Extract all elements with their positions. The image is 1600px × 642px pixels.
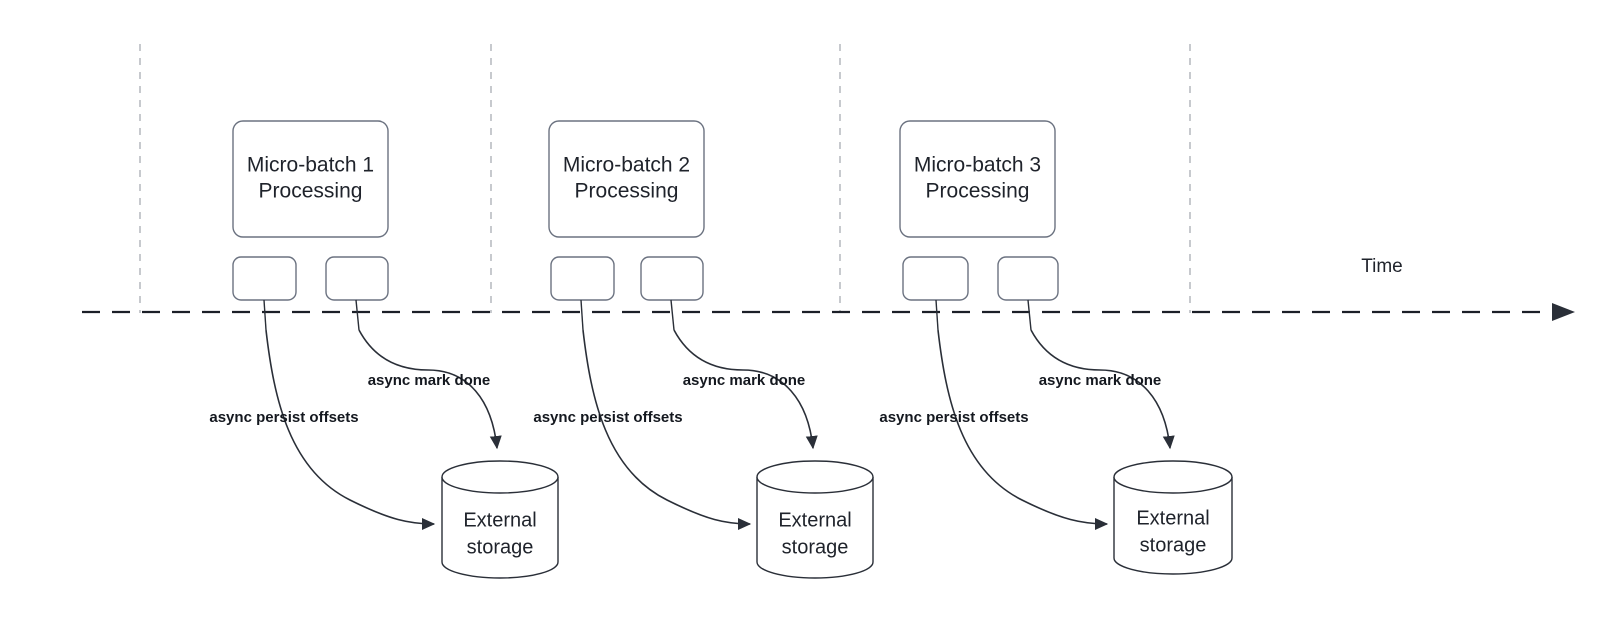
process-box-2[interactable] bbox=[548, 120, 705, 238]
storage-cylinder-2-label-line2: storage bbox=[782, 536, 849, 558]
task-box-1a-stub bbox=[263, 299, 267, 331]
storage-cylinder-1-label-line2: storage bbox=[467, 536, 534, 558]
edge-label-persist-offsets-2: async persist offsets bbox=[533, 409, 682, 426]
storage-cylinder-2[interactable]: External storage bbox=[756, 460, 874, 579]
time-axis-label: Time bbox=[1361, 256, 1403, 277]
edge-label-mark-done-2: async mark done bbox=[683, 372, 806, 389]
task-box-3b[interactable] bbox=[997, 256, 1059, 301]
storage-cylinder-1[interactable]: External storage bbox=[441, 460, 559, 579]
task-box-1b-stub bbox=[355, 299, 360, 331]
process-box-3[interactable] bbox=[899, 120, 1056, 238]
edge-label-mark-done-3: async mark done bbox=[1039, 372, 1162, 389]
edge-mark-done-1 bbox=[358, 329, 502, 450]
process-box-1[interactable] bbox=[232, 120, 389, 238]
edge-label-persist-offsets-3: async persist offsets bbox=[879, 409, 1028, 426]
batch-group-2: Micro-batch 2 Processing async persist o… bbox=[533, 120, 874, 579]
process-box-1-label-line1: Micro-batch 1 bbox=[247, 154, 374, 177]
edge-persist-offsets-1 bbox=[265, 329, 436, 530]
task-box-3a[interactable] bbox=[902, 256, 969, 301]
batch-group-3: Micro-batch 3 Processing async persist o… bbox=[879, 120, 1233, 575]
edge-mark-done-2 bbox=[673, 329, 818, 450]
storage-cylinder-3-label-line1: External bbox=[1136, 507, 1209, 529]
task-box-2b[interactable] bbox=[640, 256, 704, 301]
edge-persist-offsets-3 bbox=[937, 329, 1109, 530]
task-box-1b[interactable] bbox=[325, 256, 389, 301]
storage-cylinder-1-label-line1: External bbox=[463, 509, 536, 531]
edge-label-mark-done-1: async mark done bbox=[368, 372, 491, 389]
storage-cylinder-1-top bbox=[441, 460, 559, 494]
storage-cylinder-2-top bbox=[756, 460, 874, 494]
process-box-2-label-line2: Processing bbox=[575, 180, 679, 203]
timeline-ticks bbox=[139, 44, 1191, 313]
task-box-2b-stub bbox=[670, 299, 675, 331]
time-axis-arrowhead bbox=[1552, 303, 1575, 321]
storage-cylinder-1-body bbox=[441, 477, 559, 579]
task-box-3a-stub bbox=[935, 299, 939, 331]
task-box-1a[interactable] bbox=[232, 256, 297, 301]
storage-cylinder-2-label-line1: External bbox=[778, 509, 851, 531]
process-box-2-label-line1: Micro-batch 2 bbox=[563, 154, 690, 177]
storage-cylinder-2-body bbox=[756, 477, 874, 579]
storage-cylinder-3-top bbox=[1113, 460, 1233, 494]
batch-group-1: Micro-batch 1 Processing async persist o… bbox=[209, 120, 559, 579]
task-box-3b-stub bbox=[1027, 299, 1032, 331]
storage-cylinder-3-label-line2: storage bbox=[1140, 534, 1207, 556]
edge-persist-offsets-2 bbox=[582, 329, 752, 530]
process-box-1-label-line2: Processing bbox=[259, 180, 363, 203]
process-box-3-label-line2: Processing bbox=[926, 180, 1030, 203]
edge-mark-done-3 bbox=[1030, 329, 1175, 450]
task-box-2a[interactable] bbox=[550, 256, 615, 301]
storage-cylinder-3-body bbox=[1113, 477, 1233, 575]
process-box-3-label-line1: Micro-batch 3 bbox=[914, 154, 1041, 177]
time-axis: Time bbox=[82, 256, 1575, 321]
edge-label-persist-offsets-1: async persist offsets bbox=[209, 409, 358, 426]
task-box-2a-stub bbox=[580, 299, 584, 331]
storage-cylinder-3[interactable]: External storage bbox=[1113, 460, 1233, 575]
